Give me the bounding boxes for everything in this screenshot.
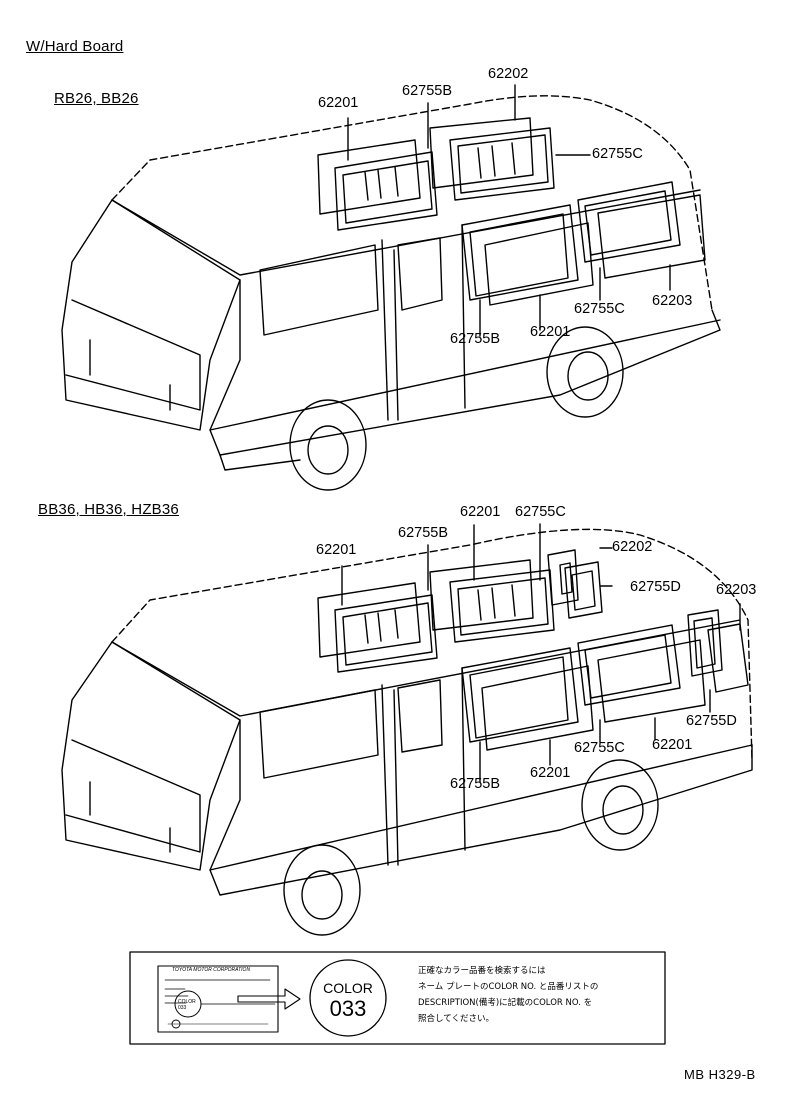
part-label: 62755C: [574, 740, 625, 756]
part-label: 62201: [530, 324, 571, 340]
note-line: 正確なカラー品番を検索するには: [418, 966, 546, 976]
note-line: ネーム プレートのCOLOR NO. と品番リストの: [418, 982, 599, 992]
diagram-code: MB H329-B: [684, 1067, 756, 1082]
part-label: 62202: [612, 539, 653, 555]
color-note-box-frame: [129, 951, 666, 1045]
part-label: 62755C: [574, 301, 625, 317]
section-title-1: RB26, BB26: [54, 90, 139, 107]
page-heading: W/Hard Board: [26, 38, 124, 55]
part-label: 62201: [318, 95, 359, 111]
part-label: 62203: [652, 293, 693, 309]
part-label: 62201: [652, 737, 693, 753]
part-label: 62755B: [450, 776, 500, 792]
part-label: 62755C: [592, 146, 643, 162]
name-plate-color: COLOR 033: [178, 999, 196, 1011]
note-line: DESCRIPTION(備考)に記載のCOLOR NO. を: [418, 998, 593, 1008]
note-line: 照合してください。: [418, 1014, 494, 1024]
van-illustration-2: [61, 523, 753, 936]
part-label: 62202: [488, 66, 529, 82]
van-illustration-1: [61, 84, 721, 491]
part-label: 62203: [716, 582, 757, 598]
part-label: 62755B: [402, 83, 452, 99]
part-label: 62755D: [630, 579, 681, 595]
color-word: COLOR: [323, 980, 373, 996]
part-label: 62201: [316, 542, 357, 558]
color-number: 033: [329, 996, 367, 1021]
name-plate-header: TOYOTA MOTOR CORPORATION: [172, 967, 251, 973]
part-label: 62201: [460, 504, 501, 520]
part-label: 62201: [530, 765, 571, 781]
part-label: 62755B: [450, 331, 500, 347]
part-label: 62755C: [515, 504, 566, 520]
section-title-2: BB36, HB36, HZB36: [38, 501, 179, 518]
part-label: 62755B: [398, 525, 448, 541]
part-label: 62755D: [686, 713, 737, 729]
